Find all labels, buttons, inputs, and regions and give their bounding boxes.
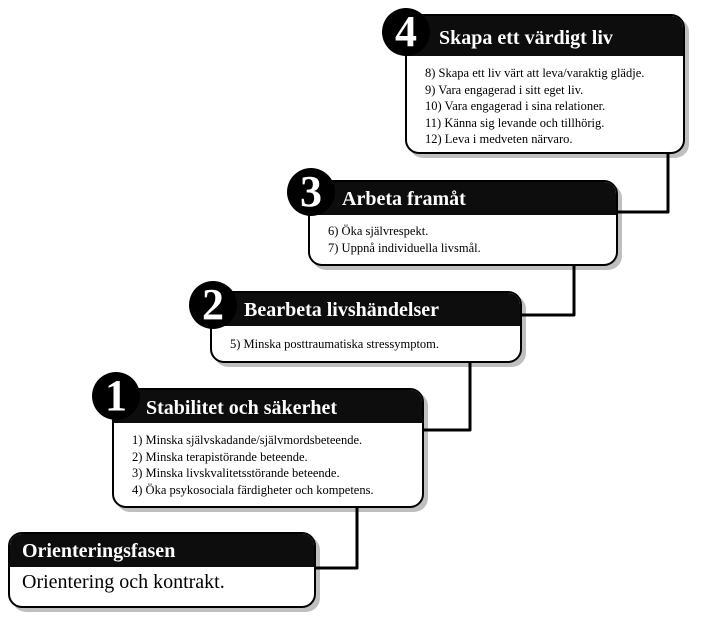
stage-4-box: Skapa ett värdigt liv 8) Skapa ett liv v…	[405, 14, 685, 154]
connector-stage-1-to-stage-2	[406, 359, 472, 432]
stage-1-number-badge: 1	[92, 372, 140, 420]
list-item: 8) Skapa ett liv värt att leva/varaktig …	[425, 66, 645, 80]
stage-3-list: 6) Öka självrespekt. 7) Uppnå individuel…	[310, 215, 616, 256]
stage-2-box: Bearbeta livshändelser 5) Minska posttra…	[210, 291, 522, 363]
list-item: 3) Minska livskvalitetsstörande beteende…	[132, 466, 340, 480]
stage-4-number-badge: 4	[382, 8, 430, 56]
list-item: 10) Vara engagerad i sina relationer.	[425, 99, 606, 113]
list-item: 1) Minska självskadande/självmordsbeteen…	[132, 433, 363, 447]
list-item: 7) Uppnå individuella livsmål.	[328, 240, 481, 255]
stage-2-list: 5) Minska posttraumatiska stressymptom.	[212, 326, 520, 353]
list-item: 9) Vara engagerad i sitt eget liv.	[425, 82, 584, 97]
list-item: 5) Minska posttraumatiska stressymptom.	[230, 337, 440, 351]
orientation-box: Orienteringsfasen Orientering och kontra…	[8, 532, 316, 608]
list-item: 4) Öka psykosociala färdigheter och komp…	[132, 482, 374, 497]
stage-4-title: Skapa ett värdigt liv	[407, 16, 683, 56]
stage-2-title: Bearbeta livshändelser	[212, 293, 520, 326]
stage-3-title: Arbeta framåt	[310, 182, 616, 215]
stage-3-number-badge: 3	[287, 168, 335, 216]
stage-1-title: Stabilitet och säkerhet	[114, 390, 422, 423]
list-item: 11) Känna sig levande och tillhörig.	[425, 115, 605, 130]
connector-orientation-to-stage-1	[298, 504, 359, 570]
orientation-title: Orienteringsfasen	[10, 534, 314, 567]
list-item: 2) Minska terapistörande beteende.	[132, 449, 308, 464]
list-item: 6) Öka självrespekt.	[328, 224, 429, 238]
connector-stage-2-to-stage-3	[504, 262, 576, 317]
list-item: 12) Leva i medveten närvaro.	[425, 132, 573, 146]
connector-stage-3-to-stage-4	[600, 150, 670, 214]
stage-3-box: Arbeta framåt 6) Öka självrespekt. 7) Up…	[308, 180, 618, 266]
stage-4-list: 8) Skapa ett liv värt att leva/varaktig …	[407, 56, 683, 148]
stage-2-number-badge: 2	[189, 281, 237, 329]
stage-1-list: 1) Minska självskadande/självmordsbeteen…	[114, 423, 422, 498]
stage-1-box: Stabilitet och säkerhet 1) Minska självs…	[112, 388, 424, 508]
orientation-body: Orientering och kontrakt.	[22, 571, 225, 593]
